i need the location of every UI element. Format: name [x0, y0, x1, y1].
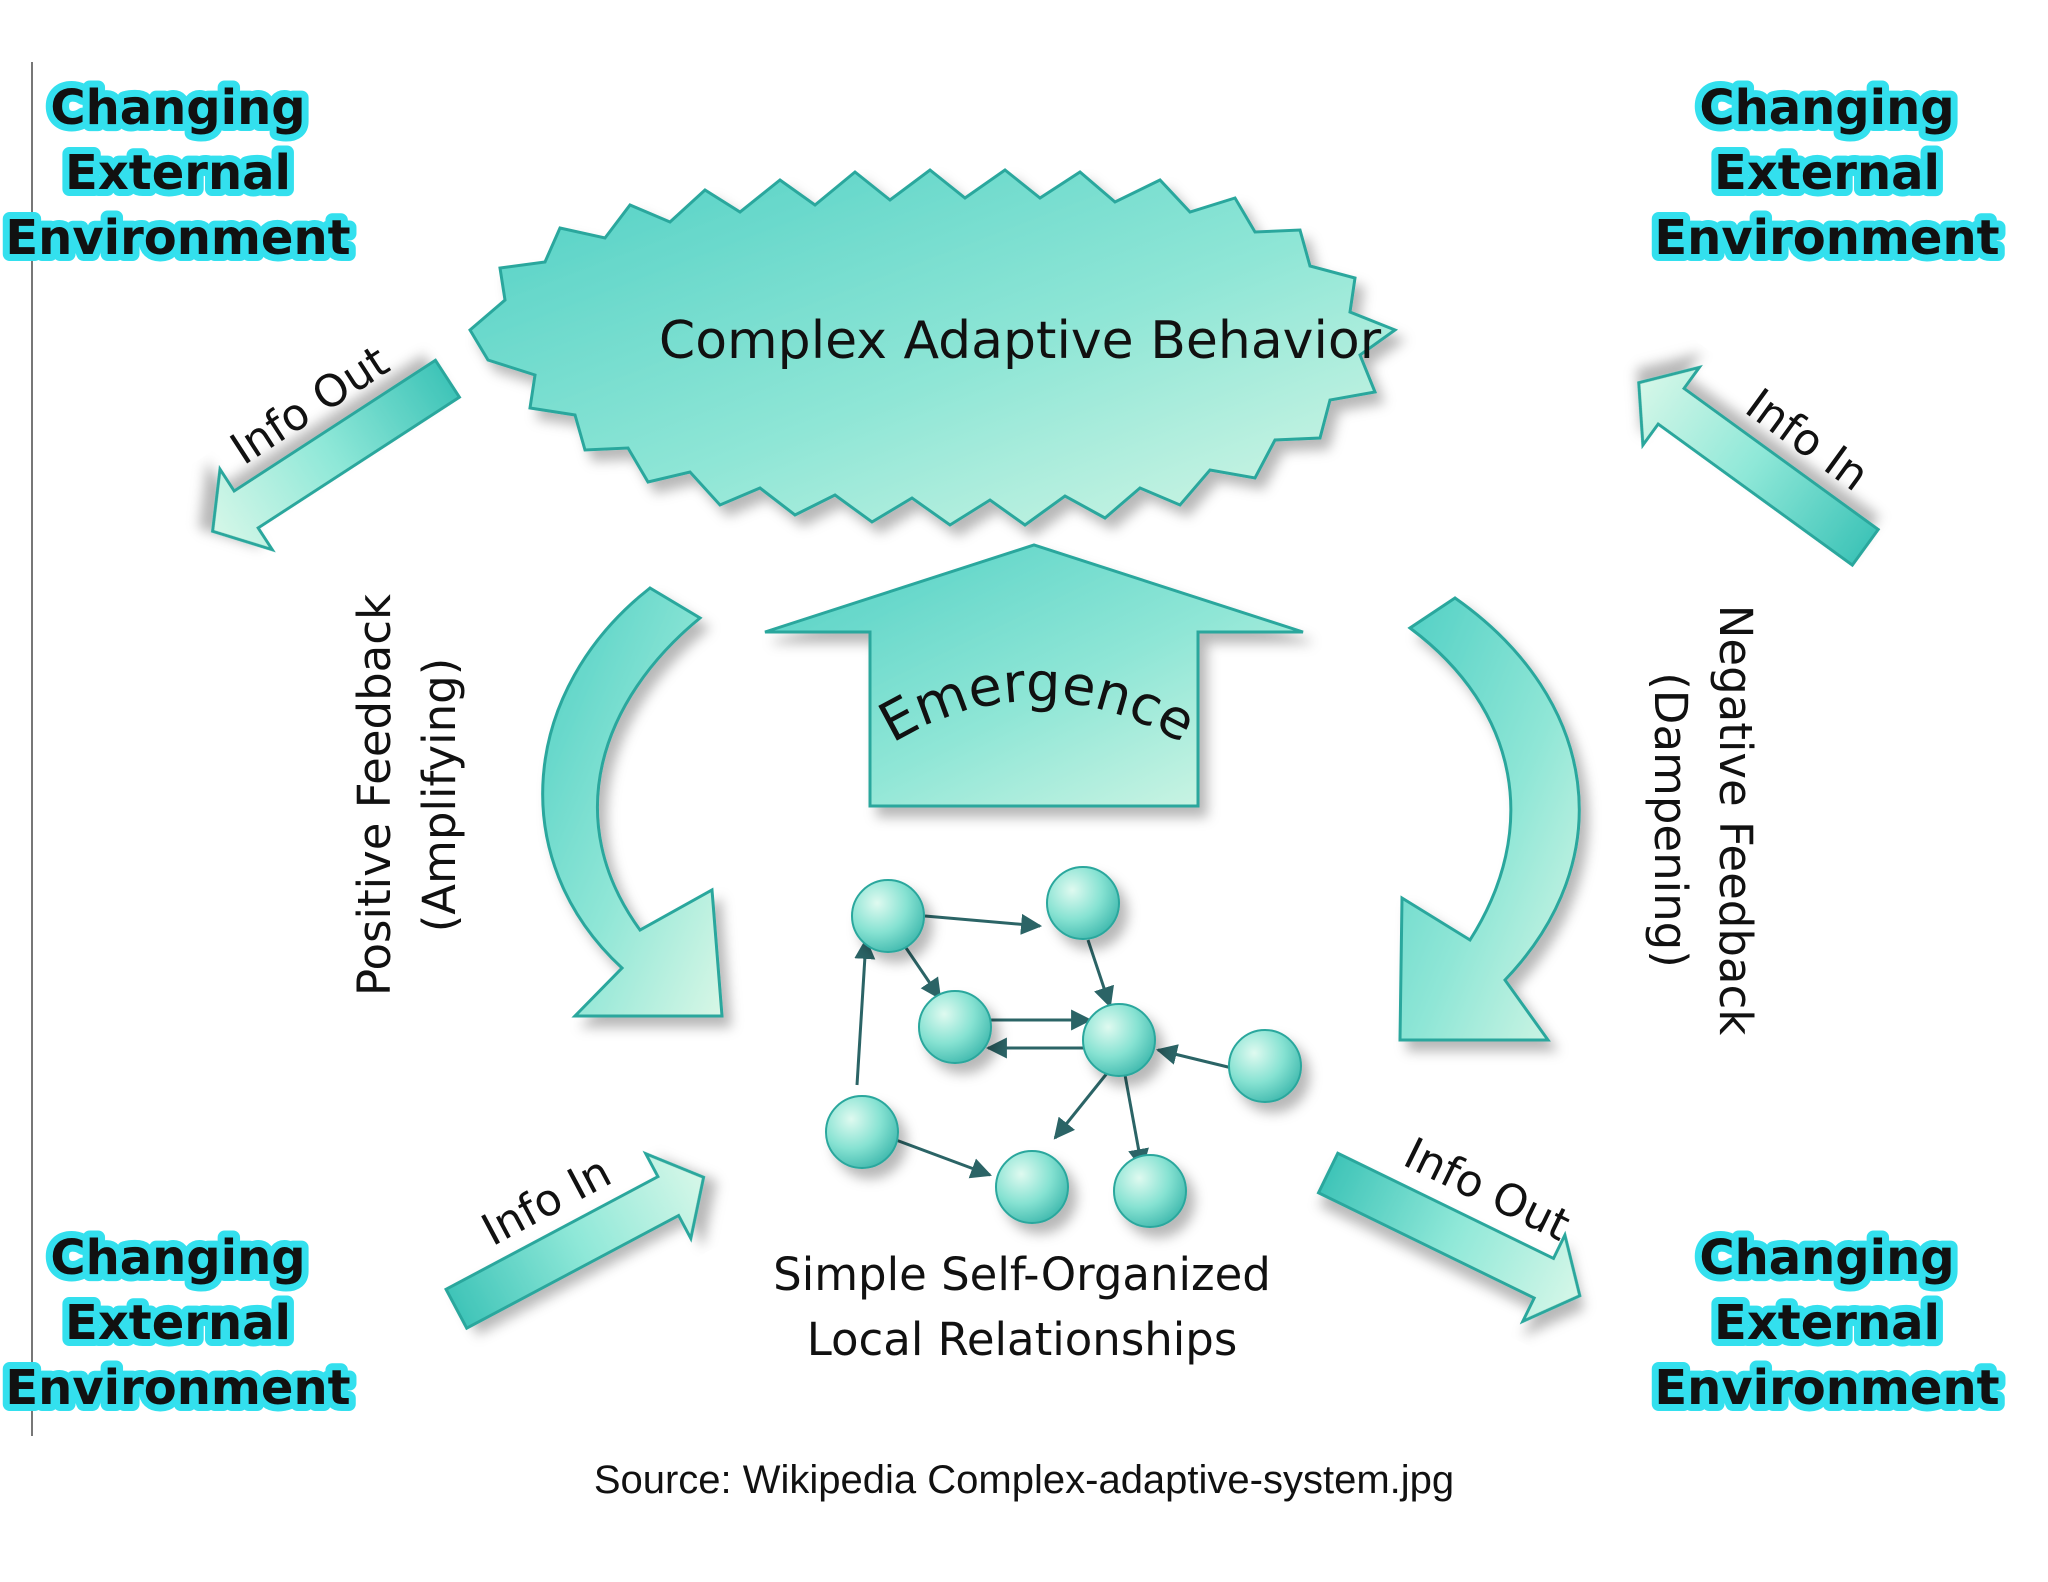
info-out-arrow-top-left: Info Out: [210, 336, 462, 553]
env-tl-line3: Environment: [5, 210, 350, 266]
env-tr-line2: External: [1714, 145, 1940, 201]
node: [1082, 1003, 1156, 1077]
info-in-arrow-top-right: Info In: [1637, 364, 1881, 568]
positive-feedback-arrow: [541, 586, 724, 1018]
node: [851, 879, 925, 953]
negative-feedback-arrow: [1398, 596, 1581, 1042]
info-out-arrow-bottom-right: Info Out: [1316, 1128, 1582, 1325]
positive-feedback-line2: (Amplifying): [413, 658, 466, 933]
environment-bottom-right: Changing External Environment: [1647, 1223, 2006, 1423]
edge: [900, 941, 942, 1000]
env-br-line1: Changing: [1699, 1230, 1954, 1286]
local-relationships-line2: Local Relationships: [807, 1313, 1238, 1366]
env-bl-line3: Environment: [5, 1360, 350, 1416]
edge: [1086, 939, 1114, 1008]
env-br-line3: Environment: [1654, 1360, 1999, 1416]
node: [995, 1150, 1069, 1224]
info-in-arrow-bottom-left: Info In: [444, 1146, 706, 1331]
local-relationships-line1: Simple Self-Organized: [773, 1248, 1271, 1301]
edge: [854, 937, 876, 1086]
emergence-arrow: [764, 543, 1304, 808]
complex-behavior-label: Complex Adaptive Behavior: [659, 311, 1382, 371]
positive-feedback-line1: Positive Feedback: [348, 594, 401, 996]
complex-behavior-burst: [468, 168, 1399, 527]
edge: [1155, 1044, 1233, 1070]
env-br-line2: External: [1714, 1295, 1940, 1351]
network-edges: [854, 913, 1233, 1179]
agent-network: [825, 866, 1302, 1228]
node: [918, 990, 992, 1064]
negative-feedback-line2: (Dampening): [1644, 672, 1697, 968]
env-tl-line2: External: [65, 145, 291, 201]
environment-top-right: Changing External Environment: [1647, 73, 2006, 273]
negative-feedback-line1: Negative Feedback: [1709, 605, 1762, 1036]
node: [1228, 1029, 1302, 1103]
edge: [924, 913, 1043, 935]
env-tr-line1: Changing: [1699, 80, 1954, 136]
env-bl-line1: Changing: [50, 1230, 305, 1286]
environment-top-left: Changing External Environment: [0, 73, 358, 273]
edge: [1053, 1071, 1110, 1140]
source-caption: Source: Wikipedia Complex-adaptive-syste…: [593, 1458, 1455, 1502]
node: [825, 1095, 899, 1169]
environment-bottom-left: Changing External Environment: [0, 1223, 358, 1423]
node: [1113, 1154, 1187, 1228]
edge: [1123, 1074, 1149, 1171]
negative-feedback-label-group: Negative Feedback (Dampening): [1644, 605, 1762, 1036]
env-bl-line2: External: [65, 1295, 291, 1351]
network-nodes: [825, 866, 1302, 1228]
edge: [895, 1138, 992, 1179]
env-tl-line1: Changing: [50, 80, 305, 136]
positive-feedback-label-group: Positive Feedback (Amplifying): [348, 594, 466, 996]
node: [1046, 866, 1120, 940]
env-tr-line3: Environment: [1654, 210, 1999, 266]
